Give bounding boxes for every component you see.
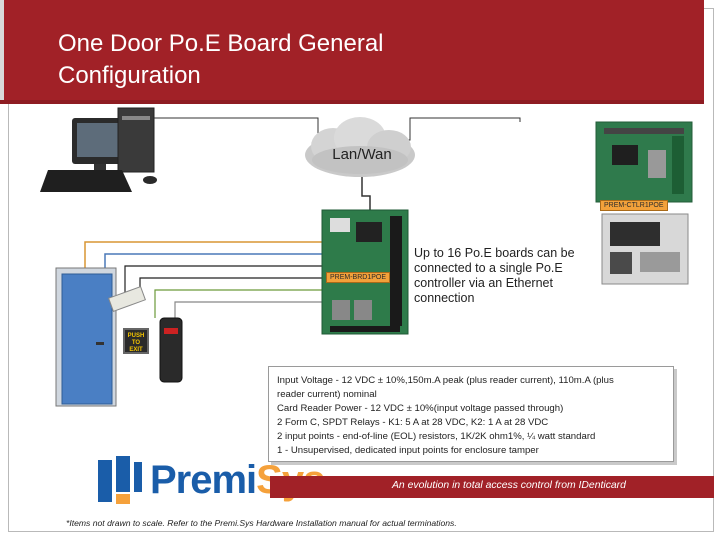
wire-black-1	[124, 265, 330, 296]
spec-line: reader current) nominal	[277, 389, 377, 400]
tagline-bar	[270, 476, 714, 498]
cloud-shape	[305, 117, 415, 177]
wire-black-2	[139, 277, 330, 296]
card-reader	[159, 317, 183, 383]
slide-title: One Door Po.E Board General Configuratio…	[58, 30, 384, 89]
board-label: PREM-BRD1POE	[326, 272, 391, 283]
door-illustration	[55, 267, 117, 407]
footnote: *Items not drawn to scale. Refer to the …	[66, 518, 457, 528]
premisys-logo-icon	[98, 456, 142, 504]
controller-board	[595, 121, 693, 203]
ethernet-line-computer	[149, 117, 319, 140]
wire-orange	[84, 241, 330, 276]
spec-line: Input Voltage - 12 VDC ± 10%,150m.A peak…	[277, 375, 614, 386]
door-lock	[107, 285, 147, 313]
spec-line: Card Reader Power - 12 VDC ± 10%(input v…	[277, 403, 564, 414]
computer-illustration	[40, 107, 157, 192]
controller-bottom-board	[601, 213, 689, 285]
controller-label: PREM-CTLR1POE	[600, 200, 668, 211]
tagline: An evolution in total access control fro…	[392, 480, 626, 491]
spec-line: 2 input points - end-of-line (EOL) resis…	[277, 431, 596, 442]
ethernet-line-controller	[395, 117, 521, 141]
poe-note: Up to 16 Po.E boards can be connected to…	[414, 246, 575, 305]
cloud-label: Lan/Wan	[332, 146, 392, 163]
push-to-exit-button: PUSH TO EXIT	[123, 328, 149, 354]
title-bar: One Door Po.E Board General Configuratio…	[0, 0, 704, 104]
spec-line: 1 - Unsupervised, dedicated input points…	[277, 445, 539, 456]
title-accent	[0, 0, 4, 100]
ethernet-line-board	[361, 176, 371, 212]
wire-gray	[174, 301, 330, 330]
spec-box: Input Voltage - 12 VDC ± 10%,150m.A peak…	[268, 366, 674, 462]
wire-green	[154, 289, 330, 318]
spec-line: 2 Form C, SPDT Relays - K1: 5 A at 28 VD…	[277, 417, 549, 428]
logo-premi: Premi	[150, 458, 257, 502]
